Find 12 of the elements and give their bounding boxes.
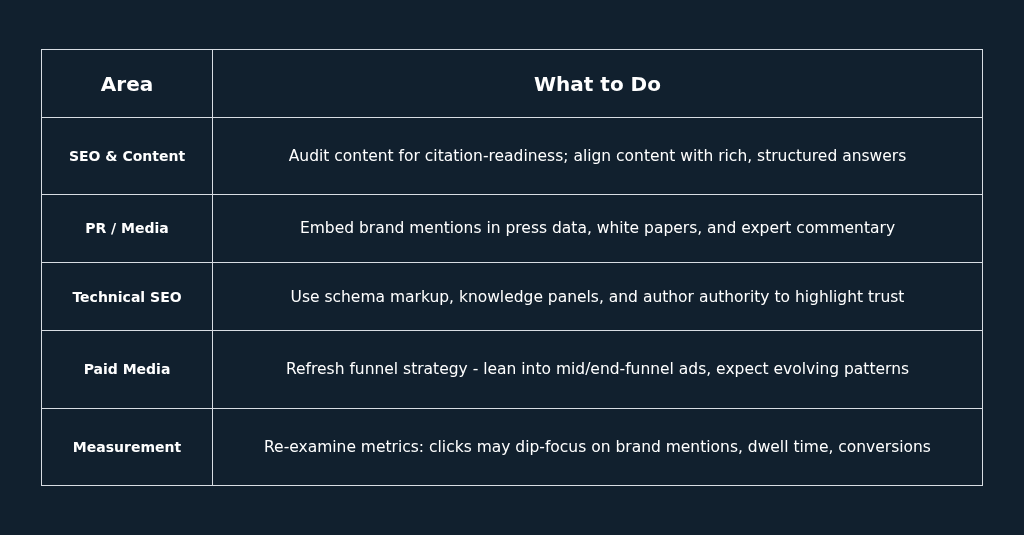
table-cell: Measurement <box>41 408 213 486</box>
table-cell: Refresh funnel strategy - lean into mid/end-funnel ads, expect evolving patterns <box>212 330 983 409</box>
header-cell: What to Do <box>212 49 983 118</box>
table-cell: Re-examine metrics: clicks may dip-focus on brand mentions, dwell time, conversions <box>212 408 983 486</box>
table-cell: SEO & Content <box>41 117 213 195</box>
header-cell: Area <box>41 49 213 118</box>
table-cell: PR / Media <box>41 194 213 263</box>
table-cell: Audit content for citation-readiness; align content with rich, structured answers <box>212 117 983 195</box>
table-cell: Use schema markup, knowledge panels, and author authority to highlight trust <box>212 262 983 331</box>
table-cell: Embed brand mentions in press data, white papers, and expert commentary <box>212 194 983 263</box>
table-cell: Paid Media <box>41 330 213 409</box>
table-cell: Technical SEO <box>41 262 213 331</box>
